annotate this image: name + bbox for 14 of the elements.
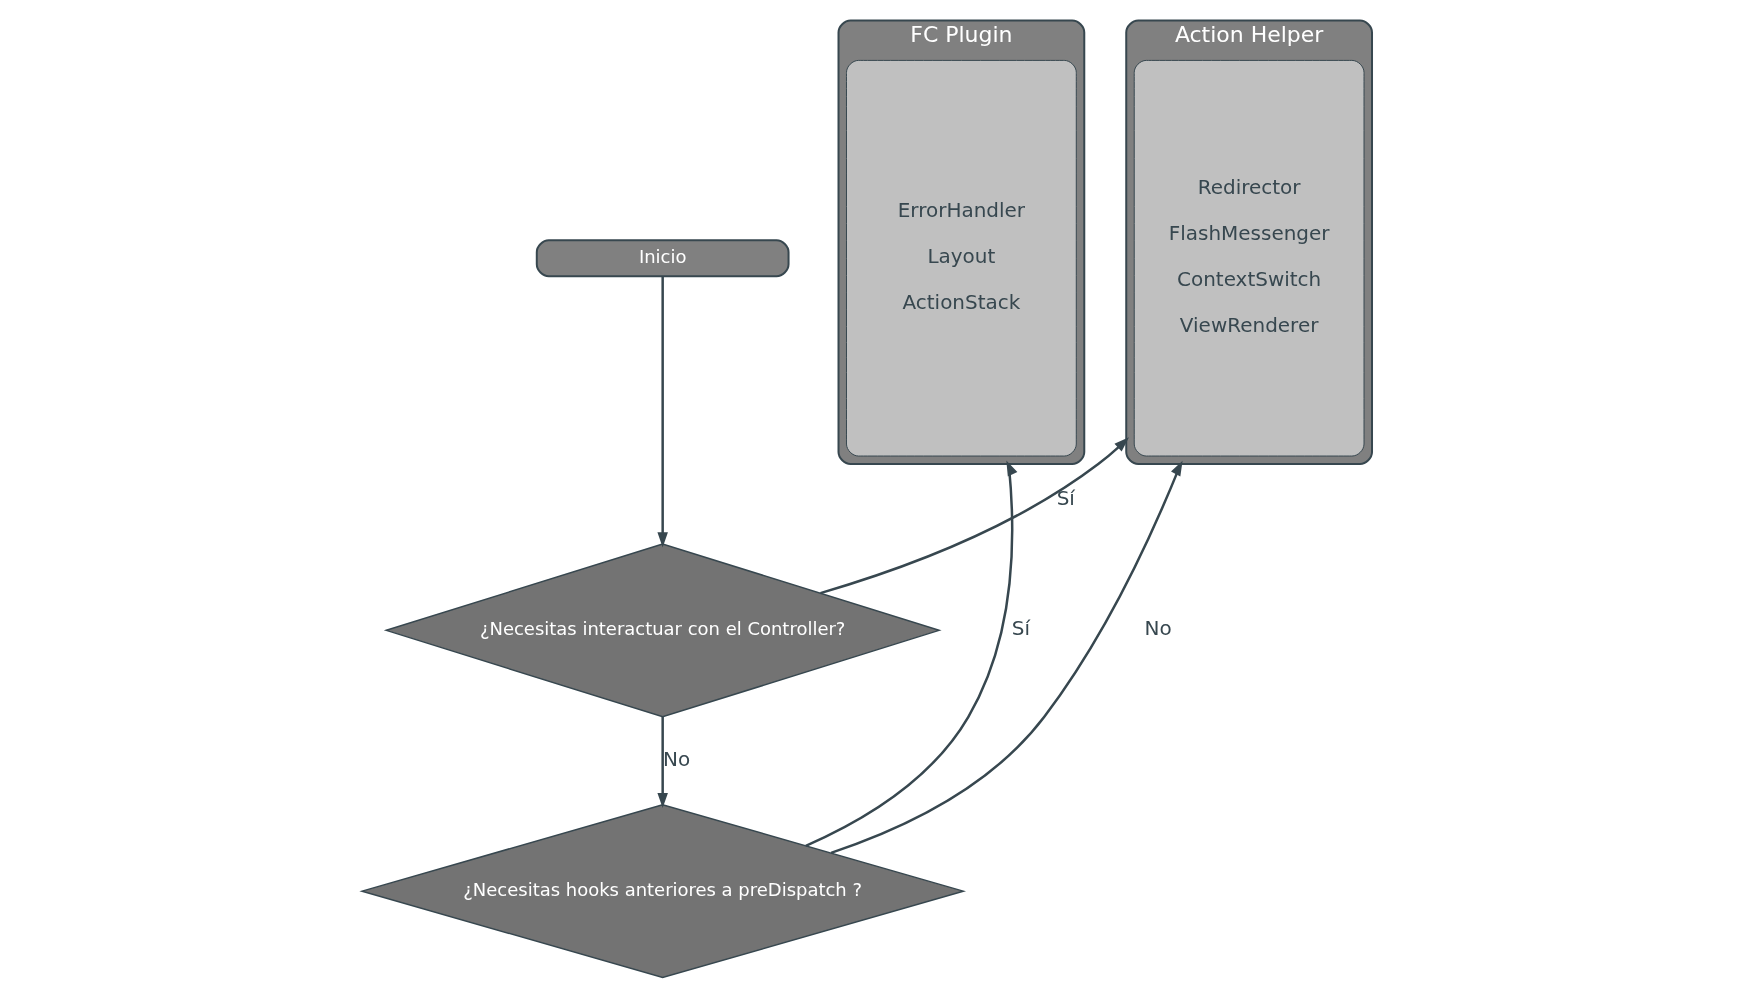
edge-label: No (662, 746, 690, 771)
arrow (819, 437, 1129, 595)
edge-label: Sí (1056, 485, 1075, 510)
node-box: Inicio (535, 239, 790, 278)
edge-label: Sí (1011, 616, 1030, 641)
edge-label: No (1144, 616, 1172, 641)
node-diamond: ¿Necesitas hooks anteriores a preDispatch ? (358, 803, 966, 979)
arrow (656, 276, 668, 548)
node-diamond: ¿Necesitas interactuar con el Controller? (383, 543, 942, 718)
arrow (804, 460, 1017, 847)
node-box: Redirector FlashMessenger ContextSwitch ViewRenderer (1133, 59, 1364, 457)
arrow (830, 460, 1183, 854)
arrow (656, 716, 668, 809)
node-box: ErrorHandler Layout ActionStack (845, 59, 1077, 457)
